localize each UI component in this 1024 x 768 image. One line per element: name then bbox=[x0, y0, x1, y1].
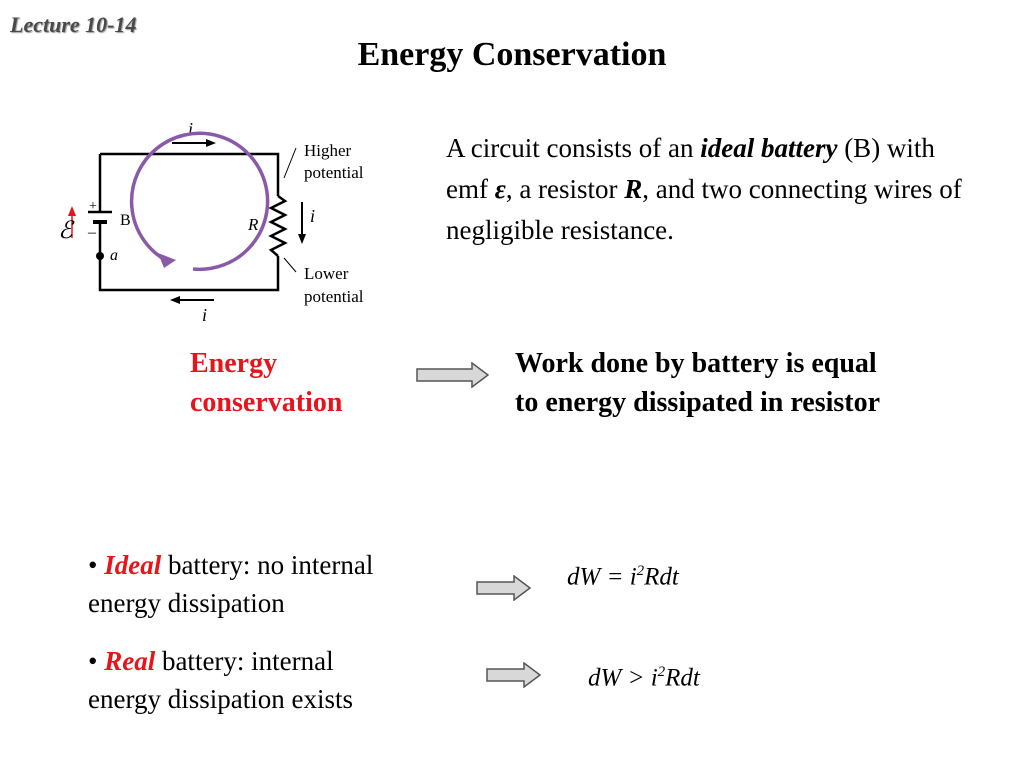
bullet-mark: • bbox=[88, 646, 105, 676]
bullet-mark: • bbox=[88, 550, 105, 580]
emf-term: ε bbox=[494, 174, 506, 204]
eq-term: Rdt bbox=[665, 664, 700, 692]
current-arrowhead-right bbox=[298, 234, 306, 244]
energy-line: conservation bbox=[190, 387, 343, 418]
circulation-arrowhead bbox=[158, 253, 176, 268]
energy-line: Energy bbox=[190, 348, 278, 379]
current-label-right: i bbox=[310, 206, 315, 226]
current-label-bottom: i bbox=[202, 305, 207, 325]
bullet-keyword: Real bbox=[104, 646, 156, 676]
bullet-text: battery: internal bbox=[155, 646, 334, 676]
work-done-statement: Work done by battery is equal to energy … bbox=[515, 344, 975, 422]
circulation-loop bbox=[129, 131, 270, 272]
bullet-text: energy dissipation bbox=[88, 588, 285, 618]
resistor-term: R bbox=[624, 174, 643, 204]
work-done-line: Work done by battery is equal bbox=[515, 348, 877, 379]
bullet-real: • Real battery: internal energy dissipat… bbox=[88, 642, 468, 718]
block-arrow bbox=[476, 575, 532, 601]
plus-sign: + bbox=[89, 199, 97, 214]
eq-exponent: 2 bbox=[657, 664, 666, 680]
eq-term: dW bbox=[567, 563, 601, 591]
eq-term: i bbox=[650, 664, 658, 692]
bullet-text: battery: no internal bbox=[161, 550, 374, 580]
point-a-label: a bbox=[110, 247, 118, 264]
current-arrowhead-bottom bbox=[170, 296, 180, 304]
lower-label: potential bbox=[304, 287, 364, 306]
higher-leader bbox=[283, 147, 297, 179]
current-arrowhead-top bbox=[206, 139, 216, 147]
description-text: (B) with emf bbox=[446, 133, 935, 204]
block-arrow bbox=[486, 662, 542, 688]
description-text: , a resistor bbox=[505, 174, 625, 204]
circuit-wire bbox=[98, 152, 280, 292]
bullet-keyword: Ideal bbox=[104, 550, 162, 580]
resistor-zigzag bbox=[268, 194, 288, 257]
minus-sign: – bbox=[87, 224, 97, 241]
eq-term: Rdt bbox=[644, 563, 679, 591]
lecture-label: Lecture 10-14 bbox=[10, 12, 137, 37]
energy-conservation-label: Energy conservation bbox=[190, 344, 342, 422]
emf-arrowhead bbox=[68, 206, 76, 216]
work-done-line: to energy dissipated in resistor bbox=[515, 387, 881, 418]
ideal-battery-term: ideal battery bbox=[700, 133, 838, 163]
circuit-diagram: + – B a ℰ R i i i Higher potential Lower… bbox=[58, 119, 364, 325]
eq-term: i bbox=[629, 563, 637, 591]
equation-real: dW > i2Rdt bbox=[588, 664, 700, 692]
emf-symbol: ℰ bbox=[58, 218, 75, 244]
eq-operator: = bbox=[600, 563, 630, 591]
eq-term: dW bbox=[588, 664, 622, 692]
circuit-description: A circuit consists of an ideal battery (… bbox=[446, 128, 966, 251]
resistor-label: R bbox=[247, 215, 259, 234]
bullet-text: energy dissipation exists bbox=[88, 684, 353, 714]
description-text: , and two connecting wires of negligible… bbox=[446, 174, 962, 245]
point-a-dot bbox=[96, 252, 104, 260]
lower-leader bbox=[283, 257, 297, 273]
eq-exponent: 2 bbox=[636, 563, 645, 579]
eq-operator: > bbox=[621, 664, 651, 692]
description-text: A circuit consists of an bbox=[446, 133, 701, 163]
higher-label: Higher bbox=[304, 141, 352, 160]
lower-label: Lower bbox=[304, 264, 349, 283]
bullet-ideal: • Ideal battery: no internal energy diss… bbox=[88, 546, 468, 622]
block-arrow bbox=[416, 362, 490, 388]
page-title: Energy Conservation bbox=[357, 36, 667, 73]
current-label-top: i bbox=[188, 119, 193, 139]
equation-ideal: dW = i2Rdt bbox=[567, 563, 679, 591]
higher-label: potential bbox=[304, 163, 364, 182]
battery-label: B bbox=[120, 212, 131, 229]
